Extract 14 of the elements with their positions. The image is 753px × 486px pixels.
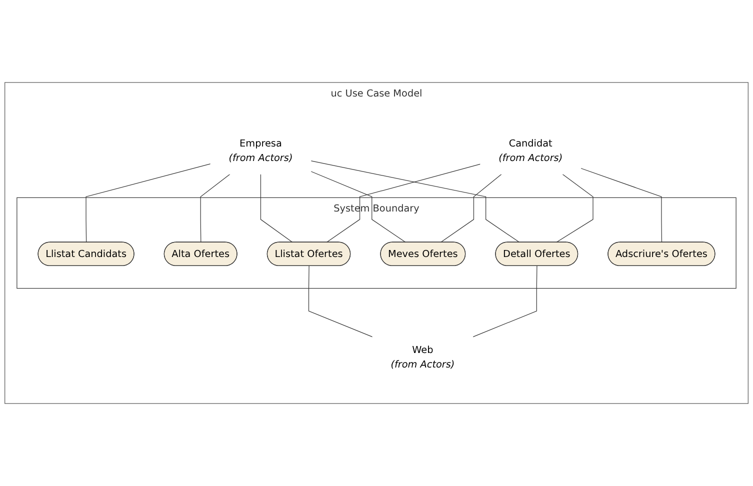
connector [86,163,211,243]
node-text: Web (from Actors) [390,344,455,370]
connector [580,168,662,243]
connector [440,174,502,243]
node-text: Empresa (from Actors) [228,137,293,164]
connector [326,164,481,243]
node-text: Candidat (from Actors) [498,137,563,164]
connector [200,174,230,243]
connector [260,174,293,243]
connector [310,171,406,243]
connector [472,266,538,338]
connector [308,266,373,338]
connector [556,174,594,243]
connector [310,160,520,243]
